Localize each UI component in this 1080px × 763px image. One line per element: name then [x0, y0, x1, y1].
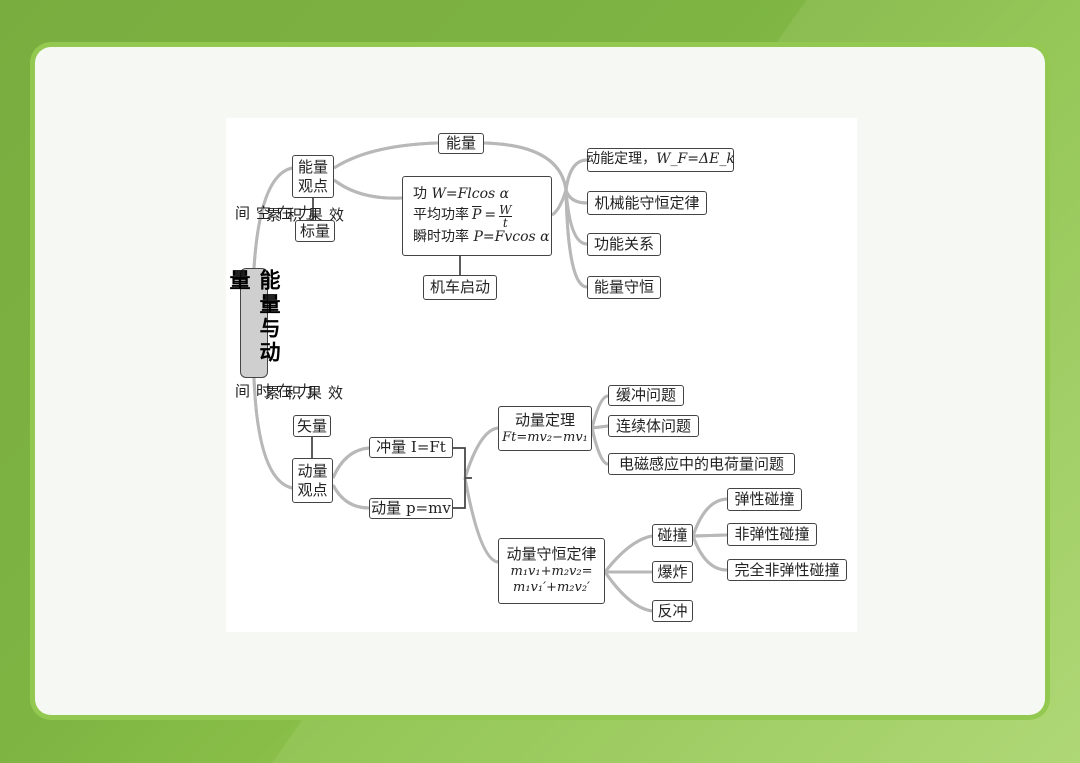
node-label: 能量	[297, 157, 328, 176]
continuum-problem-node[interactable]: 连续体问题	[608, 415, 699, 437]
momentum-side-label-inner: 效果积累	[263, 385, 344, 401]
energy-viewpoint-node[interactable]: 能量 观点	[292, 155, 334, 198]
connector	[590, 427, 609, 466]
node-title: 动量定理	[514, 411, 575, 429]
collision-node[interactable]: 碰撞	[652, 524, 693, 547]
elastic-collision-node[interactable]: 弹性碰撞	[727, 488, 802, 511]
connector	[564, 189, 588, 205]
vehicle-startup-node[interactable]: 机车启动	[423, 275, 497, 300]
instant-power-formula: 瞬时功率 P=Fvcos α	[413, 228, 550, 245]
connector	[463, 426, 499, 479]
node-formula: m₁v₁+m₂v₂=	[510, 564, 593, 580]
connector	[603, 571, 653, 613]
connector	[331, 446, 370, 479]
vector-node[interactable]: 矢量	[293, 415, 331, 437]
energy-conservation-node[interactable]: 能量守恒	[587, 276, 661, 299]
node-formula: Ft=mv₂−mv₁	[502, 429, 588, 445]
kinetic-energy-theorem-node[interactable]: 动能定理，W_F=ΔE_k	[586, 148, 735, 172]
node-title: 动量守恒定律	[506, 545, 597, 564]
connector	[333, 141, 439, 170]
buffer-problem-node[interactable]: 缓冲问题	[608, 385, 684, 406]
connector	[691, 535, 728, 572]
work-energy-relation-node[interactable]: 功能关系	[587, 233, 661, 256]
momentum-theorem-node[interactable]: 动量定理 Ft=mv₂−mv₁	[498, 406, 592, 451]
momentum-node[interactable]: 动量 p=mv	[369, 498, 453, 519]
scalar-node[interactable]: 标量	[295, 220, 335, 242]
node-label: 动量	[297, 461, 328, 480]
impulse-node[interactable]: 冲量 I=Ft	[369, 437, 453, 458]
explosion-node[interactable]: 爆炸	[652, 561, 693, 583]
inelastic-collision-node[interactable]: 非弹性碰撞	[727, 523, 817, 546]
node-label: 观点	[297, 176, 328, 195]
momentum-conservation-node[interactable]: 动量守恒定律 m₁v₁+m₂v₂= m₁v₁′+m₂v₂′	[498, 538, 605, 604]
work-formula: 功 W=Flcos α	[413, 186, 510, 202]
connector	[333, 178, 403, 200]
connector	[691, 497, 728, 537]
energy-side-label-outer: 力在空间	[233, 205, 314, 221]
connector	[564, 158, 588, 191]
recoil-node[interactable]: 反冲	[652, 600, 693, 622]
connector	[591, 424, 609, 430]
node-formula: m₁v₁′+m₂v₂′	[513, 580, 590, 596]
node-label: 观点	[297, 480, 328, 499]
connector	[692, 533, 728, 538]
energy-side-label-inner: 效果积累	[264, 207, 345, 223]
perfectly-inelastic-collision-node[interactable]: 完全非弹性碰撞	[727, 559, 847, 581]
energy-node[interactable]: 能量	[438, 133, 484, 154]
central-topic[interactable]: 能量与动量	[227, 268, 281, 378]
connector	[590, 394, 609, 429]
connector	[603, 534, 653, 573]
momentum-side-label-outer: 力在时间	[233, 383, 314, 399]
em-induction-charge-node[interactable]: 电磁感应中的电荷量问题	[608, 453, 795, 475]
momentum-viewpoint-node[interactable]: 动量 观点	[292, 458, 333, 503]
mechanical-energy-conservation-node[interactable]: 机械能守恒定律	[587, 191, 707, 215]
connector	[331, 484, 370, 510]
connector	[463, 477, 499, 564]
connector	[551, 189, 568, 217]
